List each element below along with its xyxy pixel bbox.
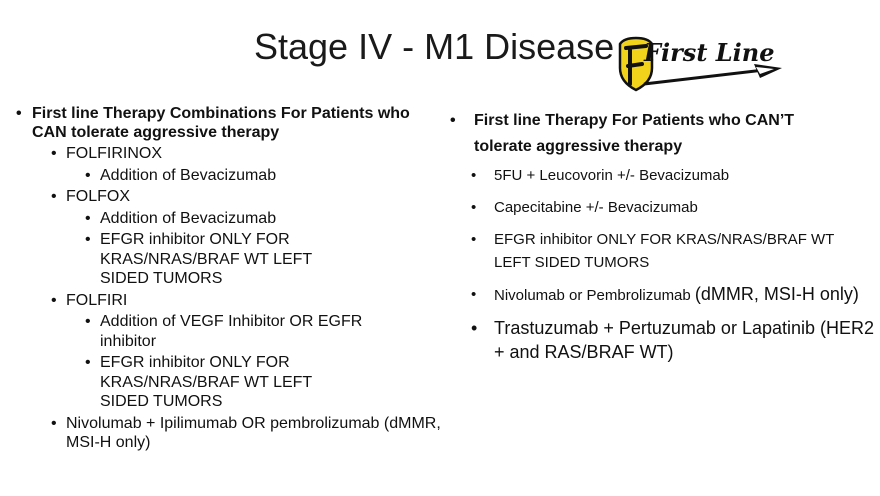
list-subitem: Addition of VEGF Inhibitor OR EGFR inhib… xyxy=(82,312,390,351)
first-line-logo: First Line xyxy=(614,34,786,92)
list-subitem: EFGR inhibitor ONLY FOR KRAS/NRAS/BRAF W… xyxy=(82,230,350,289)
right-heading: First line Therapy For Patients who CAN’… xyxy=(448,108,868,160)
list-item-5fu: 5FU + Leucovorin +/- Bevacizumab xyxy=(468,164,868,187)
list-item-nivolumab: Nivolumab or Pembrolizumab (dMMR, MSI-H … xyxy=(468,283,874,307)
list-subitem: EFGR inhibitor ONLY FOR KRAS/NRAS/BRAF W… xyxy=(82,353,350,412)
list-item-efgr: EFGR inhibitor ONLY FOR KRAS/NRAS/BRAF W… xyxy=(468,228,854,274)
list-item-trastuzumab: Trastuzumab + Pertuzumab or Lapatinib (H… xyxy=(468,316,874,364)
list-item-folfiri: FOLFIRI Addition of VEGF Inhibitor OR EG… xyxy=(48,291,444,412)
list-item-folfirinox: FOLFIRINOX Addition of Bevacizumab xyxy=(48,144,444,185)
list-item-immunotherapy: Nivolumab + Ipilimumab OR pembrolizumab … xyxy=(48,414,466,453)
list-subitem: Addition of Bevacizumab xyxy=(82,209,444,229)
slide-title: Stage IV - M1 Disease xyxy=(254,26,615,67)
list-item-capecitabine: Capecitabine +/- Bevacizumab xyxy=(468,196,868,219)
logo-text: First Line xyxy=(644,38,775,67)
first-line-shield-arrow-icon xyxy=(618,36,782,92)
left-column: First line Therapy Combinations For Pati… xyxy=(14,104,444,455)
left-heading: First line Therapy Combinations For Pati… xyxy=(14,104,444,453)
right-column: First line Therapy For Patients who CAN’… xyxy=(448,108,874,373)
list-item-folfox: FOLFOX Addition of Bevacizumab EFGR inhi… xyxy=(48,187,444,289)
list-subitem: Addition of Bevacizumab xyxy=(82,166,444,186)
